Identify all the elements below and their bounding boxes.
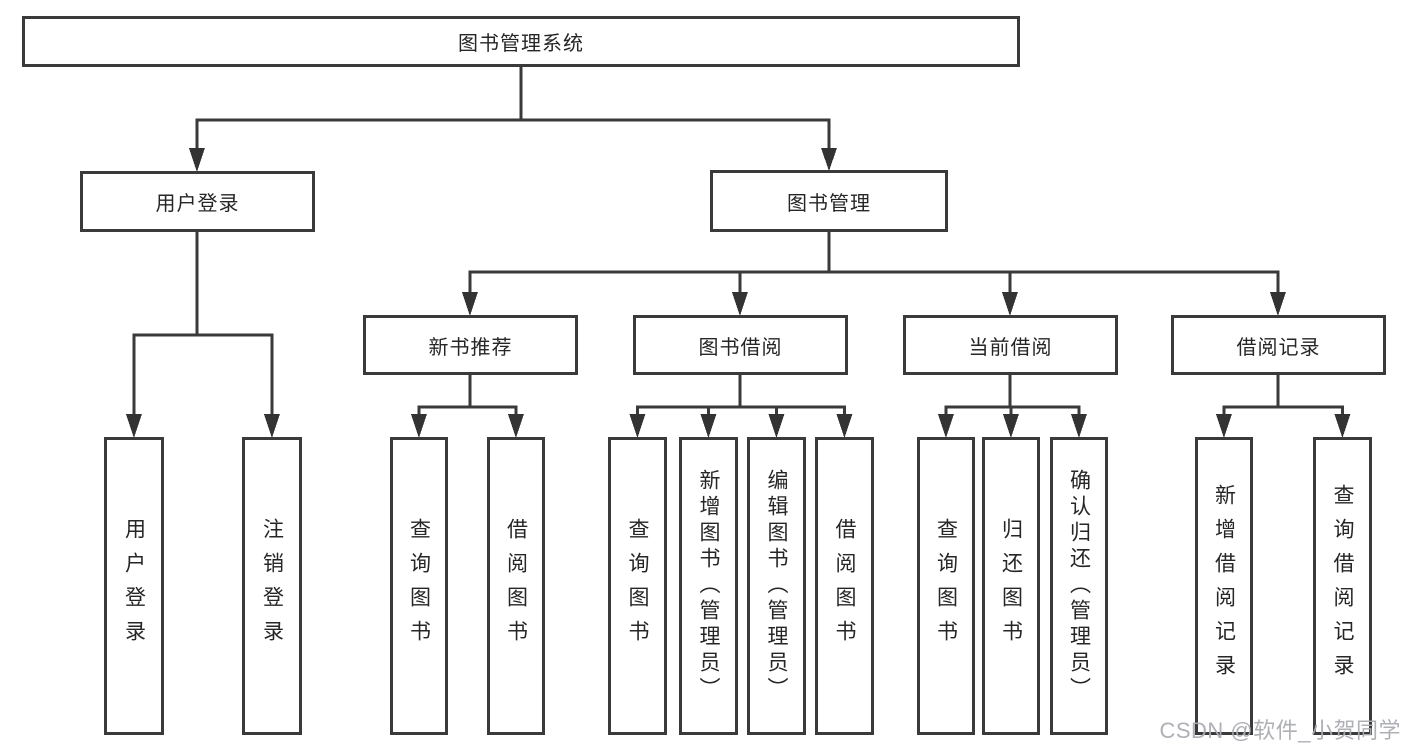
leaf-label: 归还图书 (999, 518, 1023, 654)
leaf-label: 借阅图书 (504, 518, 528, 654)
leaf-label: 查询图书 (626, 518, 649, 654)
node-library-system: 图书管理系统 (22, 16, 1020, 67)
leaf-label: 用户登录 (122, 518, 146, 654)
leaf-add-books-admin: 新增图书（管理员） (679, 437, 738, 735)
leaf-label: 查询借阅记录 (1331, 484, 1354, 688)
leaf-label: 确认归还（管理员） (1067, 469, 1091, 703)
node-user-login: 用户登录 (80, 171, 315, 232)
leaf-label: 查询图书 (407, 518, 431, 654)
csdn-watermark: CSDN @软件_小贺同学 (1159, 718, 1401, 743)
connector-currentborrow-to-leaves (938, 375, 1087, 438)
connector-borrowrecords-to-leaves (1216, 375, 1351, 438)
node-book-management: 图书管理 (710, 170, 948, 232)
leaf-user-login: 用户登录 (104, 437, 164, 735)
leaf-query-books-borrow: 查询图书 (608, 437, 667, 735)
connector-userlogin-to-leaves (126, 232, 280, 438)
connector-root-to-level2 (189, 66, 837, 172)
connector-newbook-to-leaves (411, 375, 524, 438)
node-current-borrow: 当前借阅 (903, 315, 1118, 375)
leaf-borrow-books: 借阅图书 (815, 437, 874, 735)
leaf-query-books-current: 查询图书 (917, 437, 975, 735)
leaf-label: 新增图书（管理员） (697, 469, 720, 703)
connector-bookmgmt-to-level3 (462, 232, 1286, 316)
leaf-query-borrow-record: 查询借阅记录 (1313, 437, 1372, 735)
node-borrow-records: 借阅记录 (1171, 315, 1386, 375)
connector-bookborrow-to-leaves (629, 375, 853, 438)
leaf-borrow-books-recommend: 借阅图书 (487, 437, 545, 735)
leaf-label: 注销登录 (260, 518, 284, 654)
leaf-logout-login: 注销登录 (242, 437, 302, 735)
leaf-label: 新增借阅记录 (1212, 484, 1236, 688)
leaf-label: 查询图书 (934, 518, 958, 654)
leaf-label: 借阅图书 (833, 518, 856, 654)
leaf-add-borrow-record: 新增借阅记录 (1195, 437, 1253, 735)
leaf-confirm-return-admin: 确认归还（管理员） (1050, 437, 1108, 735)
node-new-book-recommend: 新书推荐 (363, 315, 578, 375)
node-book-borrow: 图书借阅 (633, 315, 848, 375)
leaf-edit-books-admin: 编辑图书（管理员） (747, 437, 806, 735)
leaf-label: 编辑图书（管理员） (765, 469, 788, 703)
leaf-query-books-recommend: 查询图书 (390, 437, 448, 735)
leaf-return-books: 归还图书 (982, 437, 1040, 735)
